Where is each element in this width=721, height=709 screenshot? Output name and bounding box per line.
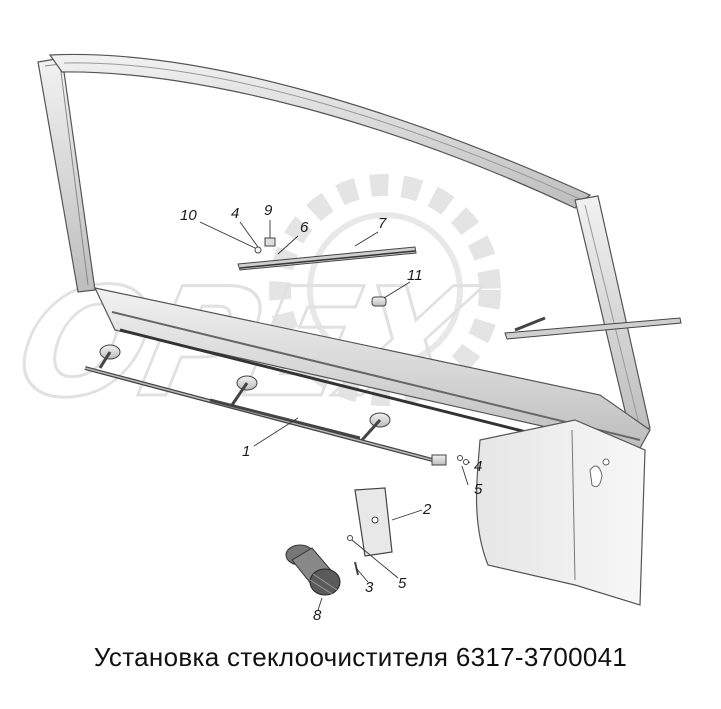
callout-9: 9 (264, 202, 273, 219)
callout-8: 8 (313, 607, 322, 624)
linkage-end (431, 454, 447, 466)
leader-lines (199, 220, 471, 611)
callout-3: 3 (365, 579, 374, 596)
panel-hole (589, 465, 603, 488)
wiper-nut (264, 237, 276, 247)
bracket (354, 487, 393, 557)
callout-4-right: 4 (474, 458, 482, 475)
callout-2: 2 (422, 501, 432, 518)
diagram-caption: Установка стеклоочистителя 6317-3700041 (93, 642, 628, 672)
washer-nozzle (371, 296, 387, 307)
wiper-washer (254, 246, 262, 254)
windshield-frame (37, 53, 651, 460)
callout-1: 1 (242, 443, 250, 460)
callout-5-right: 5 (474, 481, 483, 498)
wiper-linkage (84, 344, 447, 466)
wiper-motor (285, 544, 341, 596)
callouts: 10 4 9 6 7 11 1 4 5 2 3 5 8 (180, 202, 483, 624)
callout-11: 11 (407, 267, 423, 284)
side-panel (475, 419, 646, 606)
callout-6: 6 (300, 219, 309, 236)
callout-5-bottom: 5 (398, 575, 407, 592)
wiper-blade-right (504, 316, 682, 340)
callout-10: 10 (180, 207, 197, 224)
callout-4-top: 4 (231, 205, 239, 222)
callout-7: 7 (378, 215, 387, 232)
